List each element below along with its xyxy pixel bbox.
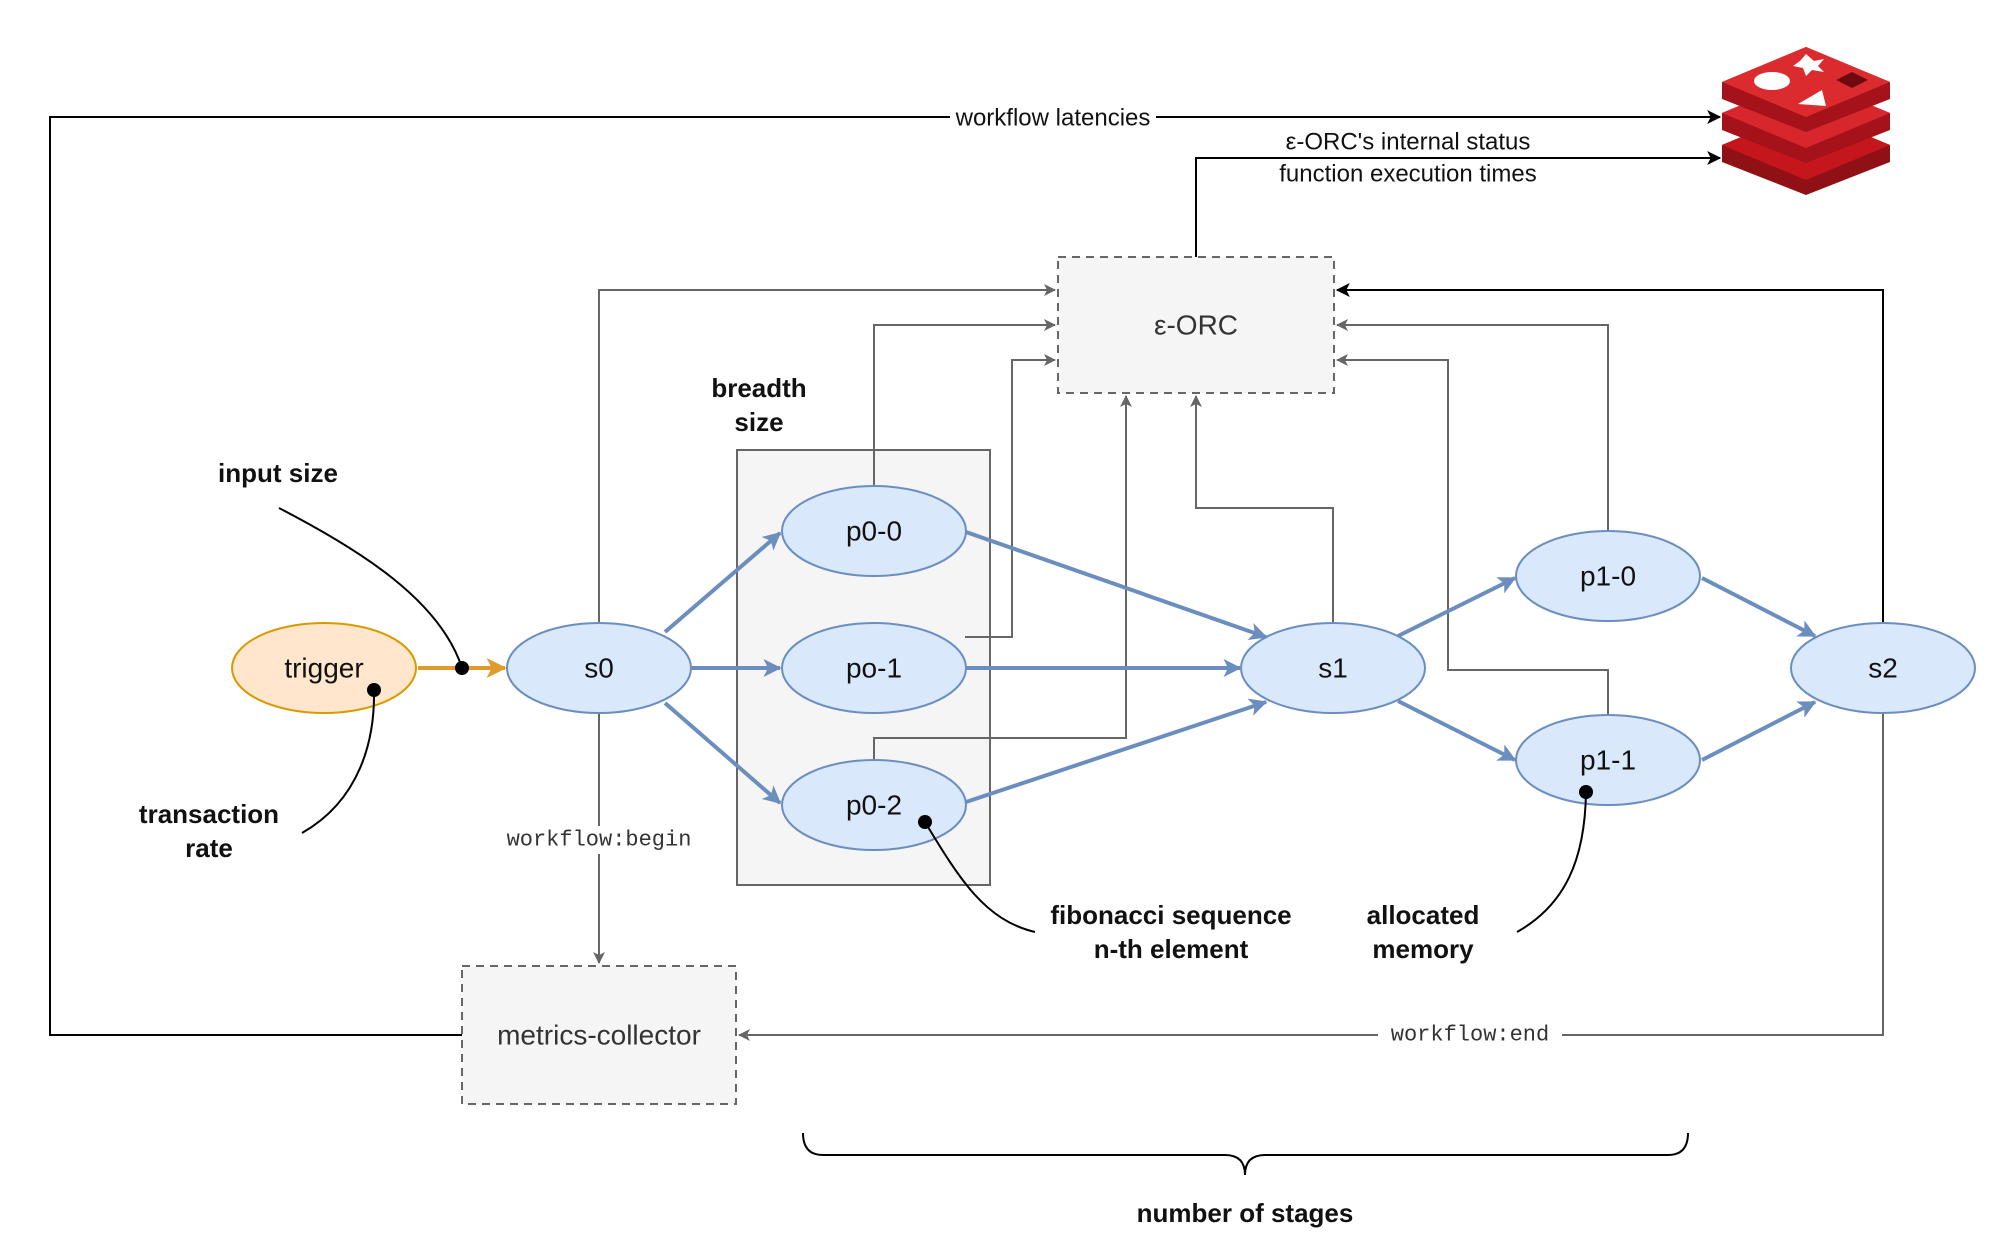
input-size-dot: [455, 661, 469, 675]
metrics-collector-label: metrics-collector: [497, 1020, 701, 1051]
p1-0-to-s2-edge: [1701, 576, 1817, 638]
node-s0[interactable]: s0: [506, 622, 692, 714]
fibonacci-pointer: [924, 821, 1036, 933]
s1-to-orc-connector: [1190, 395, 1334, 622]
s0-to-orc-connector: [598, 284, 1056, 622]
node-p1-0[interactable]: p1-0: [1515, 530, 1701, 622]
node-s1-label: s1: [1318, 653, 1348, 684]
node-p0-2-label: p0-2: [846, 790, 902, 821]
node-trigger-label: trigger: [284, 653, 363, 684]
node-p1-0-label: p1-0: [1580, 561, 1636, 592]
p1-0-to-orc-connector: [1336, 319, 1609, 530]
p0-0-to-s1-edge: [965, 530, 1268, 641]
node-p1-1[interactable]: p1-1: [1515, 714, 1701, 806]
workflow-begin-label: workflow:begin: [507, 828, 692, 853]
flow-edges: [663, 530, 1817, 805]
p1-1-to-orc-connector: [1336, 354, 1609, 715]
transaction-rate-label-line1: transaction: [139, 799, 279, 829]
allocated-memory-label-line1: allocated: [1367, 900, 1480, 930]
breadth-size-label-line2: size: [734, 407, 783, 437]
allocated-memory-dot: [1579, 785, 1593, 799]
workflow-end-connector: [738, 714, 1884, 1041]
orc-status-label-line2: function execution times: [1279, 161, 1536, 188]
orc-status-connector: [1195, 151, 1722, 257]
fibonacci-dot: [918, 815, 932, 829]
status-connectors: [593, 284, 1884, 1041]
workflow-latencies-connector: [49, 110, 1722, 1036]
p1-1-to-s2-edge: [1701, 700, 1817, 762]
breadth-size-label-line1: breadth: [711, 373, 806, 403]
node-po-1-label: po-1: [846, 653, 902, 684]
transaction-rate-pointer: [301, 689, 376, 834]
workflow-end-label: workflow:end: [1391, 1023, 1549, 1048]
node-s2[interactable]: s2: [1790, 622, 1976, 714]
s1-to-p1-0-edge: [1397, 576, 1517, 638]
node-po-1[interactable]: po-1: [781, 622, 967, 714]
node-p0-2[interactable]: p0-2: [781, 759, 967, 851]
workflow-latencies-label: workflow latencies: [955, 105, 1151, 132]
allocated-memory-pointer: [1516, 791, 1587, 933]
allocated-memory-label-line2: memory: [1372, 934, 1474, 964]
s2-to-orc-connector: [1335, 283, 1884, 622]
metrics-collector-box[interactable]: [461, 965, 737, 1105]
node-p0-0-label: p0-0: [846, 516, 902, 547]
input-size-label: input size: [218, 458, 338, 488]
stages-brace: [802, 1132, 1689, 1176]
orc-label: ε-ORC: [1154, 310, 1238, 341]
number-of-stages-label: number of stages: [1137, 1198, 1354, 1228]
orc-box[interactable]: [1057, 256, 1335, 394]
fibonacci-label-line1: fibonacci sequence: [1050, 900, 1291, 930]
node-s1[interactable]: s1: [1240, 622, 1426, 714]
input-size-pointer: [278, 507, 463, 669]
s1-to-p1-1-edge: [1397, 699, 1517, 762]
transaction-rate-dot: [367, 683, 381, 697]
transaction-rate-label-line2: rate: [185, 833, 233, 863]
p0-0-to-orc-connector: [873, 319, 1056, 485]
p0-2-to-orc-connector: [873, 395, 1132, 760]
orc-status-label-line1: ε-ORC's internal status: [1286, 129, 1531, 156]
fibonacci-label-line2: n-th element: [1094, 934, 1249, 964]
node-p0-0[interactable]: p0-0: [781, 485, 967, 577]
po-1-to-orc-connector: [965, 354, 1056, 638]
s0-to-p0-0-edge: [663, 531, 782, 634]
redis-database-icon: [1722, 47, 1890, 195]
node-s0-label: s0: [584, 653, 614, 684]
node-trigger[interactable]: trigger: [231, 622, 417, 714]
p0-2-to-s1-edge: [965, 698, 1268, 804]
node-p1-1-label: p1-1: [1580, 745, 1636, 776]
s0-to-p0-2-edge: [663, 701, 782, 805]
annotation-pointers: [278, 507, 1587, 933]
node-s2-label: s2: [1868, 653, 1898, 684]
storage-connectors: [49, 110, 1884, 1036]
